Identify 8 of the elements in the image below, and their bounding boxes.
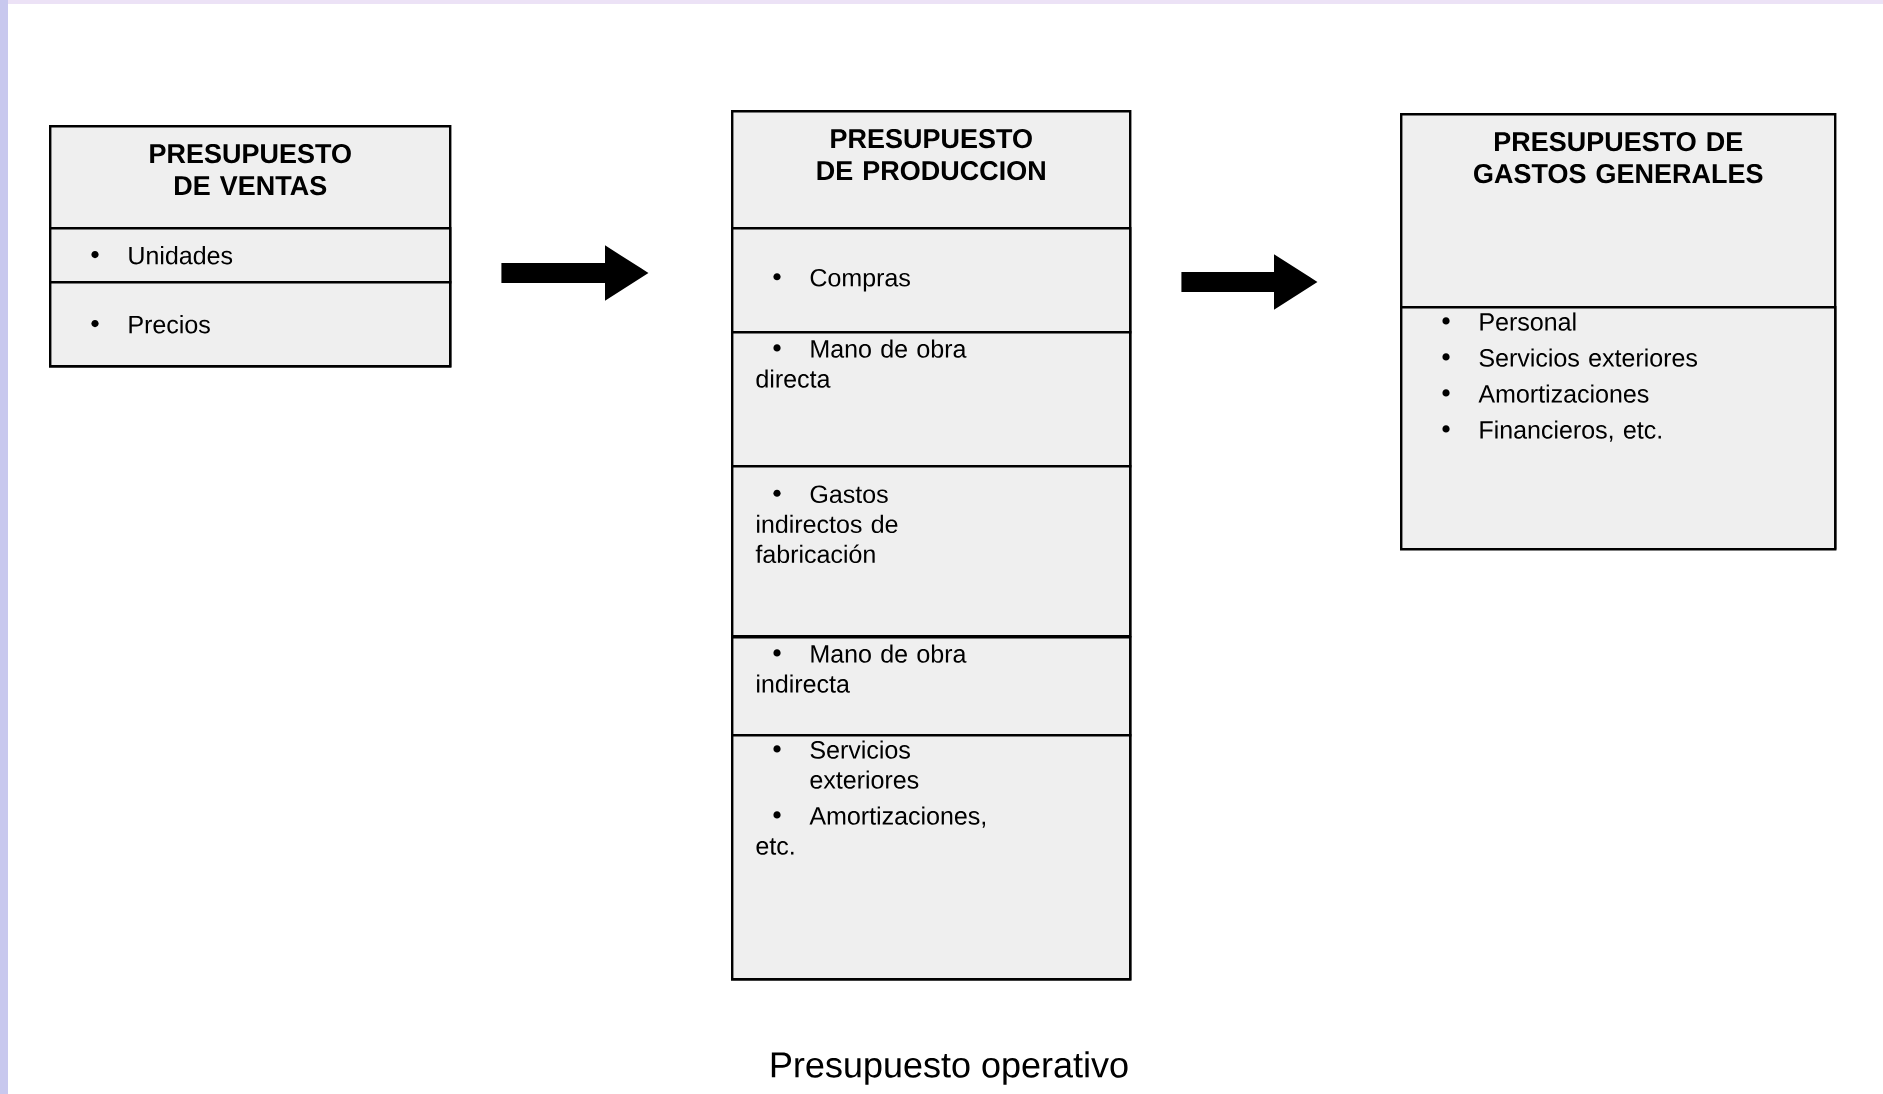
list-cell: Personal Servicios exteriores Amortizaciones Financieros, etc. [1400,306,1837,551]
caption: Presupuesto operativo [771,1051,1128,1085]
list-cell: Compras [731,227,1132,334]
list-cell: Gastos indirectos de fabricación [731,465,1132,638]
list-cell: Mano de obra indirecta [731,636,1132,737]
list-cell: Precios [49,281,452,368]
list-cell: Unidades [49,227,452,284]
list-cell: Mano de obra directa [731,331,1132,468]
